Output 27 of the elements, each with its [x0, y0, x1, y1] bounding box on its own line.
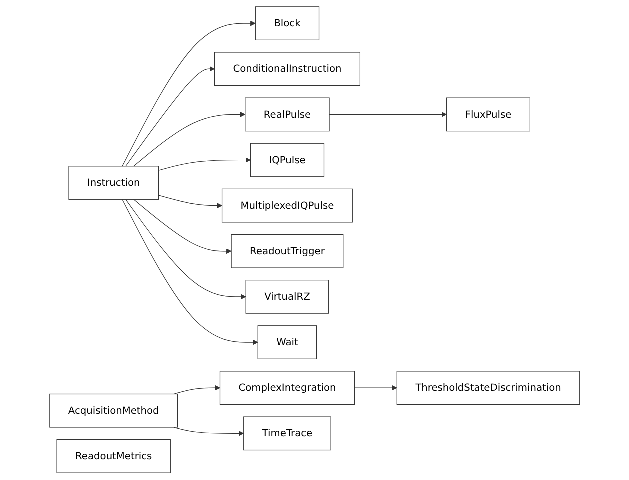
node-box: TimeTrace — [243, 416, 331, 451]
node-box: ThresholdStateDiscrimination — [396, 371, 580, 406]
node-box: Instruction — [68, 166, 159, 200]
node-box: ComplexIntegration — [220, 371, 355, 406]
node-box: VirtualRZ — [245, 280, 329, 314]
arrow — [354, 385, 397, 391]
arrow — [158, 195, 222, 209]
node-box: FluxPulse — [446, 98, 530, 132]
arrow — [173, 427, 244, 436]
node-box: ReadoutTrigger — [230, 234, 344, 268]
node-box: ReadoutMetrics — [56, 440, 171, 474]
node-box: IQPulse — [250, 143, 324, 178]
node-box: AcquisitionMethod — [49, 394, 178, 428]
arrow — [328, 112, 447, 118]
arrow — [158, 158, 251, 171]
arrow — [122, 199, 258, 346]
node-box: Wait — [257, 326, 317, 360]
node-box: ConditionalInstruction — [214, 52, 360, 86]
arrow — [125, 66, 215, 167]
arrow — [122, 20, 256, 167]
arrow — [133, 199, 232, 254]
arrow — [125, 199, 246, 300]
arrow — [173, 385, 220, 395]
arrow — [133, 112, 246, 167]
node-box: Block — [254, 6, 320, 40]
node-box: RealPulse — [244, 98, 330, 132]
node-box: MultiplexedIQPulse — [222, 188, 353, 223]
